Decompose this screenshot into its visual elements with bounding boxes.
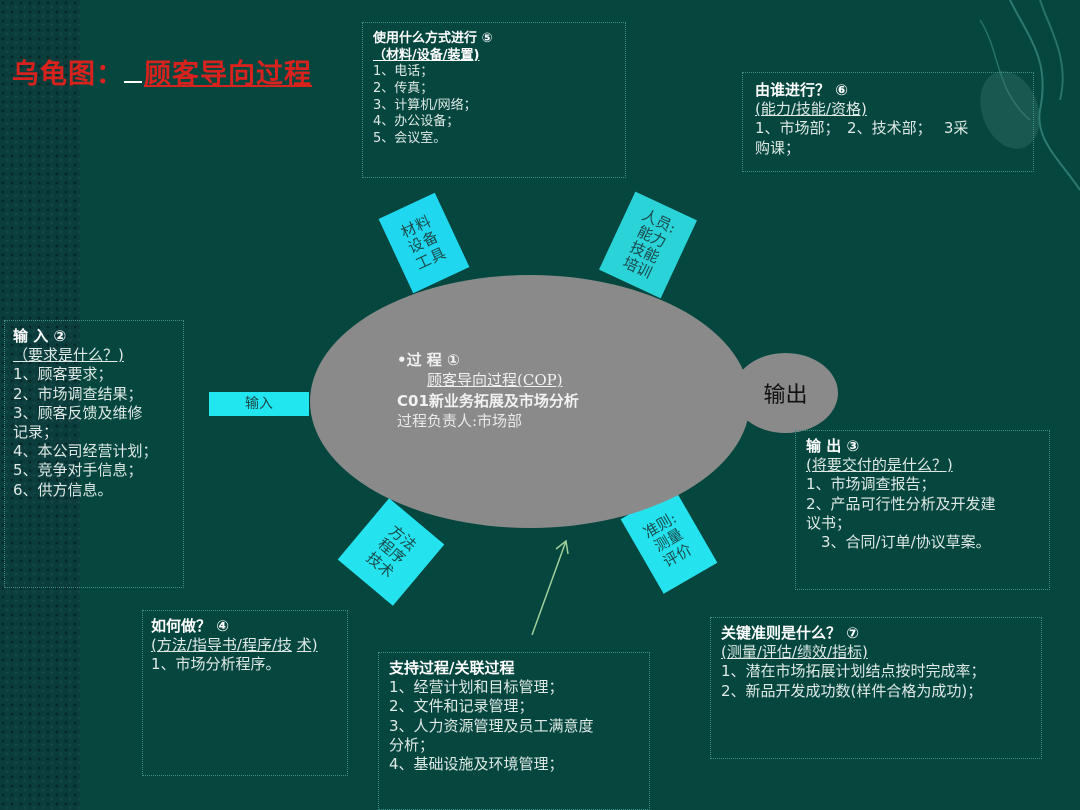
tools-box: 使用什么方式进行 ⑤ （材料/设备/装置) 1、电话； 2、传真； 3、计算机/… bbox=[362, 22, 626, 178]
output-bubble: 输出 bbox=[733, 353, 838, 433]
tools-item: 3、计算机/网络； bbox=[373, 97, 477, 113]
criteria-heading: 关键准则是什么？ ⑦ bbox=[721, 624, 859, 642]
tools-item: 4、办公设备； bbox=[373, 114, 460, 130]
criteria-item: 1、潜在市场拓展计划结点按时完成率； bbox=[721, 662, 986, 681]
tools-item: 1、电话； bbox=[373, 64, 434, 80]
support-heading: 支持过程/关联过程 bbox=[389, 659, 515, 677]
people-tab-label: 人员:能力技能培训 bbox=[619, 205, 679, 283]
material-tab-label: 材料设备工具 bbox=[398, 211, 450, 273]
input-item: 1、顾客要求； bbox=[13, 365, 113, 384]
support-item: 2、文件和记录管理； bbox=[389, 697, 534, 716]
output-bubble-label: 输出 bbox=[763, 383, 808, 408]
input-item: 记录； bbox=[13, 422, 59, 441]
criteria-subheading: (测量/评估/绩效/指标) bbox=[721, 643, 868, 662]
support-item: 1、经营计划和目标管理； bbox=[389, 678, 564, 697]
criteria-tab-label: 准则:测量评价 bbox=[640, 508, 695, 571]
tools-item: 5、会议室。 bbox=[373, 130, 447, 146]
output-item: 议书； bbox=[806, 513, 852, 532]
who-heading: 由谁进行？ ⑥ bbox=[755, 81, 848, 99]
support-arrow-icon bbox=[531, 539, 569, 636]
title-subject: 顾客导向过程 bbox=[144, 59, 312, 90]
input-item: 5、竞争对手信息； bbox=[13, 461, 143, 480]
criteria-item: 2、新品开发成功数(样件合格为成功)； bbox=[721, 681, 983, 700]
page-title: 乌龟图： 顾客导向过程 bbox=[12, 52, 312, 91]
process-ellipse bbox=[310, 275, 750, 528]
tools-heading: 使用什么方式进行 ⑤ bbox=[373, 31, 493, 46]
people-tab: 人员:能力技能培训 bbox=[599, 191, 697, 299]
material-tab: 材料设备工具 bbox=[378, 192, 470, 294]
input-item: 3、顾客反馈及维修 bbox=[13, 403, 143, 422]
how-item: 1、市场分析程序。 bbox=[151, 655, 281, 674]
title-underline-gap bbox=[124, 59, 142, 83]
process-code-title: C01新业务拓展及市场分析 bbox=[397, 391, 579, 410]
method-tab-label: 方法程序技术 bbox=[363, 521, 420, 582]
process-heading: •过 程 ① bbox=[397, 351, 460, 369]
who-item: 1、市场部； 2、技术部； 3采 bbox=[755, 119, 969, 138]
support-item: 3、人力资源管理及员工满意度 bbox=[389, 716, 594, 735]
tools-subheading: （材料/设备/装置) bbox=[373, 47, 480, 63]
support-box: 支持过程/关联过程 1、经营计划和目标管理； 2、文件和记录管理； 3、人力资源… bbox=[378, 652, 650, 810]
input-subheading: （要求是什么？) bbox=[13, 346, 124, 365]
input-item: 2、市场调查结果； bbox=[13, 384, 143, 403]
who-subheading: (能力/技能/资格) bbox=[755, 100, 867, 119]
output-item: 3、合同/订单/协议草案。 bbox=[806, 532, 991, 551]
output-item: 2、产品可行性分析及开发建 bbox=[806, 494, 996, 513]
left-decorative-strip bbox=[0, 0, 80, 810]
criteria-box: 关键准则是什么？ ⑦ (测量/评估/绩效/指标) 1、潜在市场拓展计划结点按时完… bbox=[710, 617, 1042, 759]
output-subheading: (将要交付的是什么？) bbox=[806, 456, 953, 475]
input-heading: 输 入 ② bbox=[13, 327, 67, 345]
input-tab-label: 输入 bbox=[245, 395, 273, 412]
support-item: 4、基础设施及环境管理； bbox=[389, 754, 564, 773]
process-name: 顾客导向过程(COP) bbox=[427, 371, 563, 390]
input-item: 4、本公司经营计划； bbox=[13, 442, 158, 461]
output-item: 1、市场调查报告； bbox=[806, 475, 936, 494]
support-item: 分析； bbox=[389, 735, 435, 754]
input-tab: 输入 bbox=[209, 392, 309, 416]
who-box: 由谁进行？ ⑥ (能力/技能/资格) 1、市场部； 2、技术部； 3采 购课； bbox=[742, 72, 1034, 172]
how-box: 如何做？ ④ (方法/指导书/程序/技 术) 1、市场分析程序。 bbox=[142, 610, 348, 776]
method-tab: 方法程序技术 bbox=[337, 498, 445, 606]
input-item: 6、供方信息。 bbox=[13, 480, 113, 499]
tools-item: 2、传真； bbox=[373, 80, 434, 96]
how-subheading-line2: 术) bbox=[296, 636, 318, 655]
how-heading: 如何做？ ④ bbox=[151, 617, 229, 635]
output-heading: 输 出 ③ bbox=[806, 437, 860, 455]
who-item: 购课； bbox=[755, 138, 801, 157]
how-subheading-line1: (方法/指导书/程序/技 bbox=[151, 636, 293, 655]
title-prefix: 乌龟图： bbox=[12, 59, 124, 90]
process-block: •过 程 ① 顾客导向过程(COP) C01新业务拓展及市场分析 过程负责人:市… bbox=[397, 350, 579, 431]
output-box: 输 出 ③ (将要交付的是什么？) 1、市场调查报告； 2、产品可行性分析及开发… bbox=[795, 430, 1050, 590]
process-owner: 过程负责人:市场部 bbox=[397, 411, 523, 430]
input-box: 输 入 ② （要求是什么？) 1、顾客要求； 2、市场调查结果； 3、顾客反馈及… bbox=[4, 320, 184, 588]
